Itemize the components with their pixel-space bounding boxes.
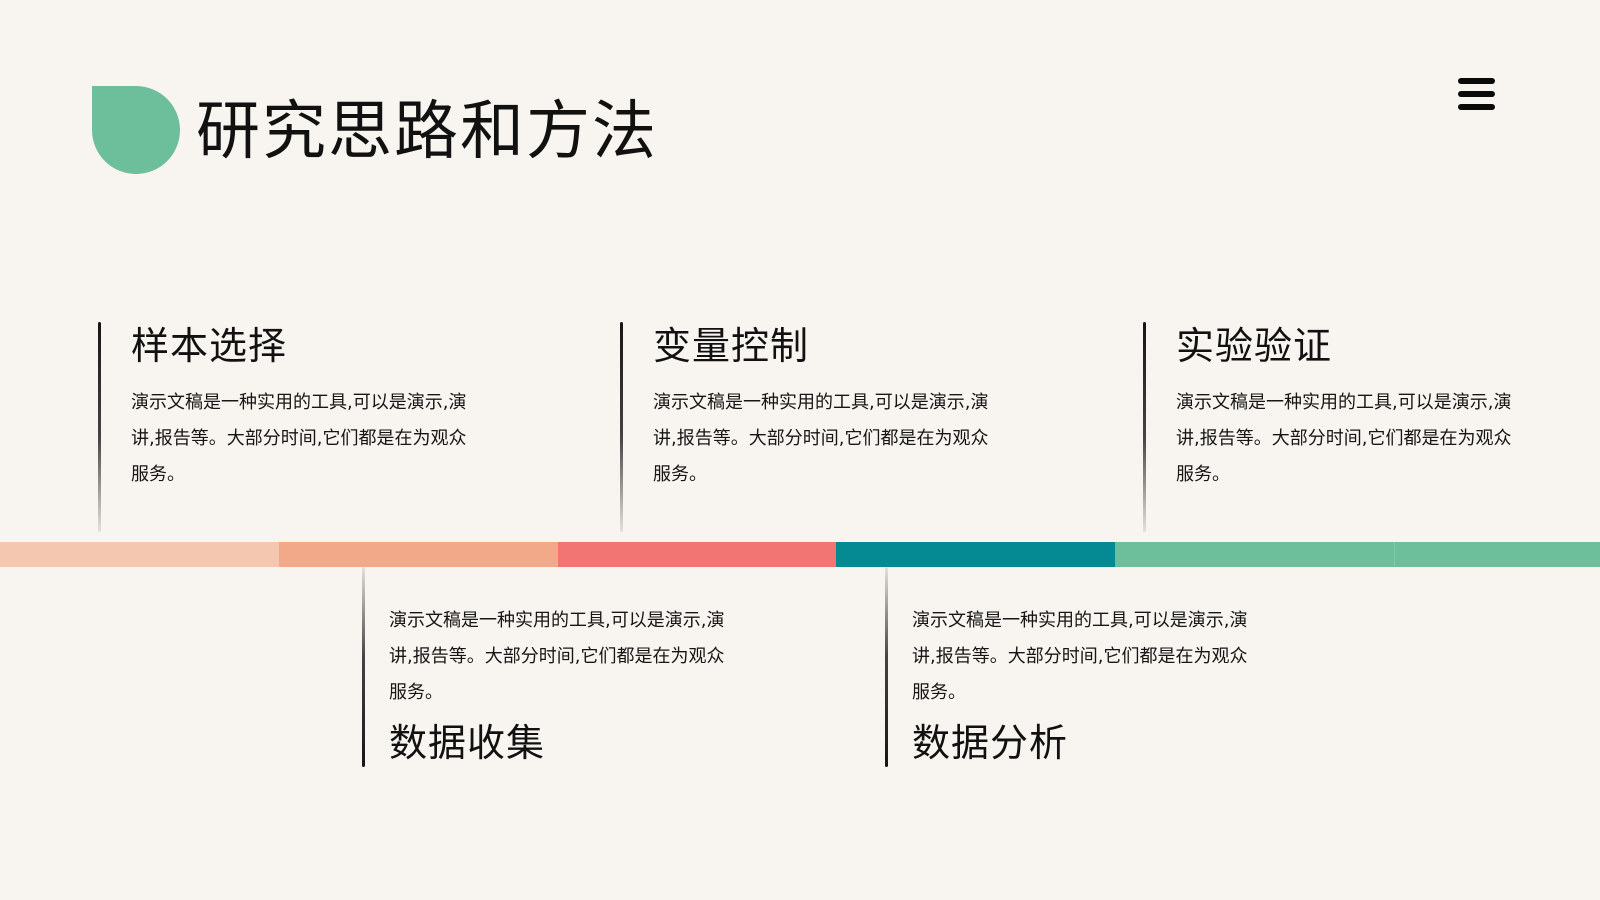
divider-line <box>362 567 365 767</box>
menu-line-icon <box>1458 91 1495 97</box>
method-item-sample-selection: 样本选择 演示文稿是一种实用的工具,可以是演示,演讲,报告等。大部分时间,它们都… <box>98 322 478 532</box>
item-description: 演示文稿是一种实用的工具,可以是演示,演讲,报告等。大部分时间,它们都是在为观众… <box>1176 392 1512 485</box>
timeline-segment <box>0 542 279 567</box>
method-item-data-collection: 演示文稿是一种实用的工具,可以是演示,演讲,报告等。大部分时间,它们都是在为观众… <box>362 567 742 767</box>
timeline-segment <box>557 542 837 567</box>
item-description: 演示文稿是一种实用的工具,可以是演示,演讲,报告等。大部分时间,它们都是在为观众… <box>131 392 467 485</box>
item-title: 变量控制 <box>653 324 810 368</box>
item-title: 数据分析 <box>912 721 1069 765</box>
method-item-data-analysis: 演示文稿是一种实用的工具,可以是演示,演讲,报告等。大部分时间,它们都是在为观众… <box>885 567 1265 767</box>
divider-line <box>885 567 888 767</box>
item-title: 数据收集 <box>389 721 546 765</box>
item-description: 演示文稿是一种实用的工具,可以是演示,演讲,报告等。大部分时间,它们都是在为观众… <box>653 392 989 485</box>
item-description: 演示文稿是一种实用的工具,可以是演示,演讲,报告等。大部分时间,它们都是在为观众… <box>912 610 1248 703</box>
method-item-variable-control: 变量控制 演示文稿是一种实用的工具,可以是演示,演讲,报告等。大部分时间,它们都… <box>620 322 1000 532</box>
divider-line <box>620 322 623 532</box>
timeline-color-bar <box>0 542 1600 567</box>
item-title: 样本选择 <box>131 324 288 368</box>
timeline-segment <box>836 542 1116 567</box>
hamburger-menu-icon[interactable] <box>1458 78 1495 110</box>
menu-line-icon <box>1458 104 1495 110</box>
timeline-segment <box>278 542 558 567</box>
method-item-experiment-validation: 实验验证 演示文稿是一种实用的工具,可以是演示,演讲,报告等。大部分时间,它们都… <box>1143 322 1523 532</box>
menu-line-icon <box>1458 78 1495 84</box>
page-title: 研究思路和方法 <box>196 95 658 169</box>
divider-line <box>98 322 101 532</box>
item-description: 演示文稿是一种实用的工具,可以是演示,演讲,报告等。大部分时间,它们都是在为观众… <box>389 610 725 703</box>
logo-leaf-icon <box>92 86 180 174</box>
item-title: 实验验证 <box>1176 324 1333 368</box>
timeline-segment <box>1115 542 1395 567</box>
divider-line <box>1143 322 1146 532</box>
timeline-segment <box>1394 542 1600 567</box>
